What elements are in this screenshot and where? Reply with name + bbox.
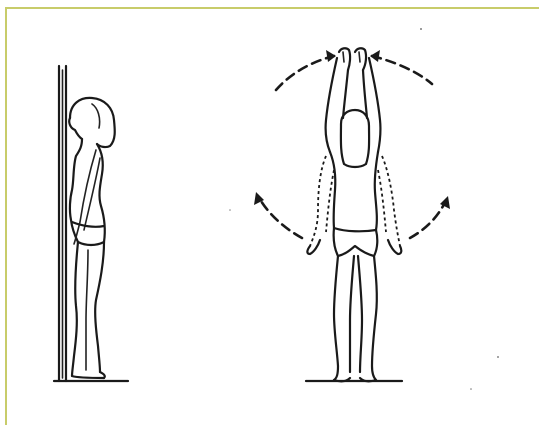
side-standing-figure: [69, 98, 115, 378]
arm-circle-figure: [307, 48, 401, 381]
arc-lower-left: [258, 196, 302, 238]
arrowhead-upper-left: [326, 50, 336, 62]
arrowhead-upper-right: [370, 50, 380, 62]
wall: [59, 66, 66, 381]
arc-upper-left: [276, 56, 334, 90]
motion-arrows: [254, 50, 450, 238]
arc-upper-right: [372, 56, 432, 84]
arc-lower-right: [410, 200, 446, 238]
